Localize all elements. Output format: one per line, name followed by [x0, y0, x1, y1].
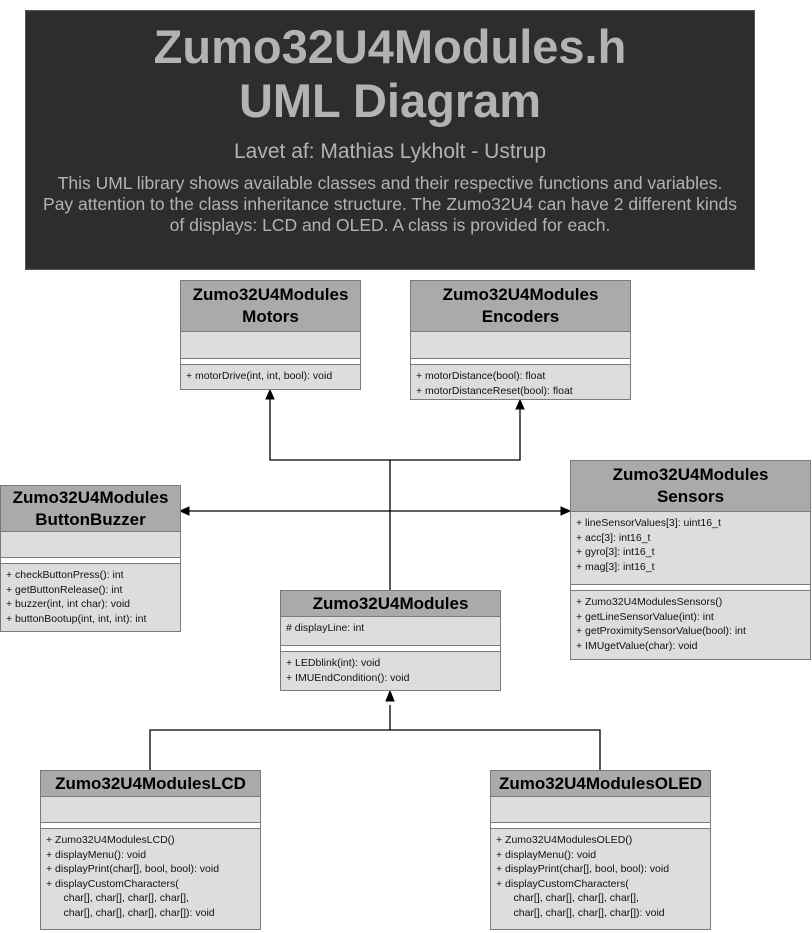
operation: + getProximitySensorValue(bool): int	[576, 625, 746, 638]
operation: + getButtonRelease(): int	[6, 583, 123, 596]
operation: + motorDrive(int, int, bool): void	[186, 370, 333, 382]
arrowhead-sensors	[560, 506, 572, 516]
operation: char[], char[], char[], char[]): void	[46, 906, 215, 919]
class-buttonbuzzer-attributes	[1, 532, 180, 558]
class-encoders-attributes	[411, 332, 630, 359]
class-sensors-operations: + Zumo32U4ModulesSensors() + getLineSens…	[571, 595, 810, 653]
arrowhead-base	[385, 689, 395, 702]
operation: char[], char[], char[], char[],	[496, 892, 639, 905]
class-sensors-attributes: + lineSensorValues[3]: uint16_t + acc[3]…	[571, 516, 810, 585]
class-oled-attributes	[491, 797, 710, 823]
class-base-separator	[281, 646, 500, 652]
class-motors: Zumo32U4Modules Motors + motorDrive(int,…	[180, 280, 361, 390]
class-motors-attributes	[181, 332, 360, 359]
class-buttonbuzzer-name: Zumo32U4Modules ButtonBuzzer	[1, 486, 180, 532]
edge-from-lcd	[149, 729, 601, 770]
operation: + displayCustomCharacters(	[496, 877, 629, 890]
edge-to-motors	[269, 398, 390, 461]
class-motors-separator	[181, 359, 360, 365]
operation: + motorDistanceReset(bool): float	[416, 384, 573, 397]
class-lcd-operations: + Zumo32U4ModulesLCD() + displayMenu(): …	[41, 833, 260, 921]
arrowhead-buttonbuzzer	[178, 506, 190, 516]
class-sensors-name-line-2: Sensors	[656, 487, 725, 506]
class-lcd-attributes	[41, 797, 260, 823]
class-buttonbuzzer-separator	[1, 558, 180, 564]
class-base-name: Zumo32U4Modules	[281, 591, 500, 617]
class-encoders-separator	[411, 359, 630, 365]
operation: + displayMenu(): void	[46, 848, 147, 861]
class-buttonbuzzer: Zumo32U4Modules ButtonBuzzer + checkButt…	[0, 485, 181, 632]
class-buttonbuzzer-name-line-1: Zumo32U4Modules	[12, 487, 169, 507]
class-base-operations: + LEDblink(int): void + IMUEndCondition(…	[281, 656, 500, 685]
description-line-3: of displays: LCD and OLED. A class is pr…	[169, 215, 611, 235]
edge-to-encoders	[390, 408, 521, 461]
class-lcd-separator	[41, 823, 260, 829]
title-line-1: Zumo32U4Modules.h	[153, 20, 627, 73]
arrowhead-motors	[265, 388, 275, 400]
operation: + buttonBootup(int, int, int): int	[6, 612, 147, 625]
class-motors-name: Zumo32U4Modules Motors	[181, 281, 360, 332]
description: This UML library shows available classes…	[26, 173, 754, 236]
operation: char[], char[], char[], char[]): void	[496, 906, 665, 919]
class-lcd: Zumo32U4ModulesLCD + Zumo32U4ModulesLCD(…	[40, 770, 261, 930]
attribute: + gyro[3]: int16_t	[576, 546, 655, 559]
diagram-header: Zumo32U4Modules.h UML Diagram Lavet af: …	[25, 10, 755, 270]
class-encoders: Zumo32U4Modules Encoders + motorDistance…	[410, 280, 631, 400]
class-sensors: Zumo32U4Modules Sensors + lineSensorValu…	[570, 460, 811, 660]
class-buttonbuzzer-name-line-2: ButtonBuzzer	[35, 509, 146, 529]
class-motors-operations: + motorDrive(int, int, bool): void	[181, 369, 360, 384]
operation: + checkButtonPress(): int	[6, 569, 124, 581]
operation: + Zumo32U4ModulesSensors()	[576, 596, 723, 608]
arrowhead-encoders	[515, 398, 525, 410]
class-base: Zumo32U4Modules # displayLine: int + LED…	[280, 590, 501, 691]
operation: + buzzer(int, int char): void	[6, 598, 131, 611]
class-encoders-name-line-2: Encoders	[481, 307, 560, 326]
operation: + getLineSensorValue(int): int	[576, 610, 714, 623]
operation: + displayPrint(char[], bool, bool): void	[496, 863, 670, 876]
class-oled-operations: + Zumo32U4ModulesOLED() + displayMenu():…	[491, 833, 710, 921]
operation: + motorDistance(bool): float	[416, 370, 546, 382]
class-motors-name-line-2: Motors	[242, 307, 299, 326]
class-encoders-name-line-1: Zumo32U4Modules	[442, 285, 599, 304]
title-line-2: UML Diagram	[238, 74, 542, 127]
attribute: + lineSensorValues[3]: uint16_t	[576, 517, 721, 529]
operation: + IMUEndCondition(): void	[286, 671, 410, 684]
class-oled: Zumo32U4ModulesOLED + Zumo32U4ModulesOLE…	[490, 770, 711, 930]
operation: + displayMenu(): void	[496, 848, 597, 861]
diagram-title: Zumo32U4Modules.h UML Diagram	[26, 20, 754, 128]
class-motors-name-line-1: Zumo32U4Modules	[192, 285, 349, 304]
class-sensors-separator	[571, 585, 810, 591]
class-oled-name: Zumo32U4ModulesOLED	[491, 771, 710, 797]
operation: + LEDblink(int): void	[286, 657, 381, 669]
attribute: # displayLine: int	[286, 622, 365, 634]
operation: + Zumo32U4ModulesLCD()	[46, 834, 175, 846]
operation: + displayPrint(char[], bool, bool): void	[46, 863, 220, 876]
class-oled-separator	[491, 823, 710, 829]
class-encoders-name: Zumo32U4Modules Encoders	[411, 281, 630, 332]
class-encoders-operations: + motorDistance(bool): float + motorDist…	[411, 369, 630, 398]
author-line: Lavet af: Mathias Lykholt - Ustrup	[233, 140, 547, 163]
class-sensors-name-line-1: Zumo32U4Modules	[612, 465, 769, 484]
class-base-attributes: # displayLine: int	[281, 621, 500, 646]
operation: + IMUgetValue(char): void	[576, 639, 698, 652]
operation: char[], char[], char[], char[],	[46, 892, 189, 905]
class-buttonbuzzer-operations: + checkButtonPress(): int + getButtonRel…	[1, 568, 180, 626]
class-sensors-name: Zumo32U4Modules Sensors	[571, 461, 810, 512]
description-line-1: This UML library shows available classes…	[57, 173, 723, 193]
operation: + Zumo32U4ModulesOLED()	[496, 834, 633, 846]
operation: + displayCustomCharacters(	[46, 877, 179, 890]
attribute: + mag[3]: int16_t	[576, 560, 655, 573]
attribute: + acc[3]: int16_t	[576, 531, 651, 544]
class-lcd-name: Zumo32U4ModulesLCD	[41, 771, 260, 797]
description-line-2: Pay attention to the class inheritance s…	[43, 194, 737, 214]
